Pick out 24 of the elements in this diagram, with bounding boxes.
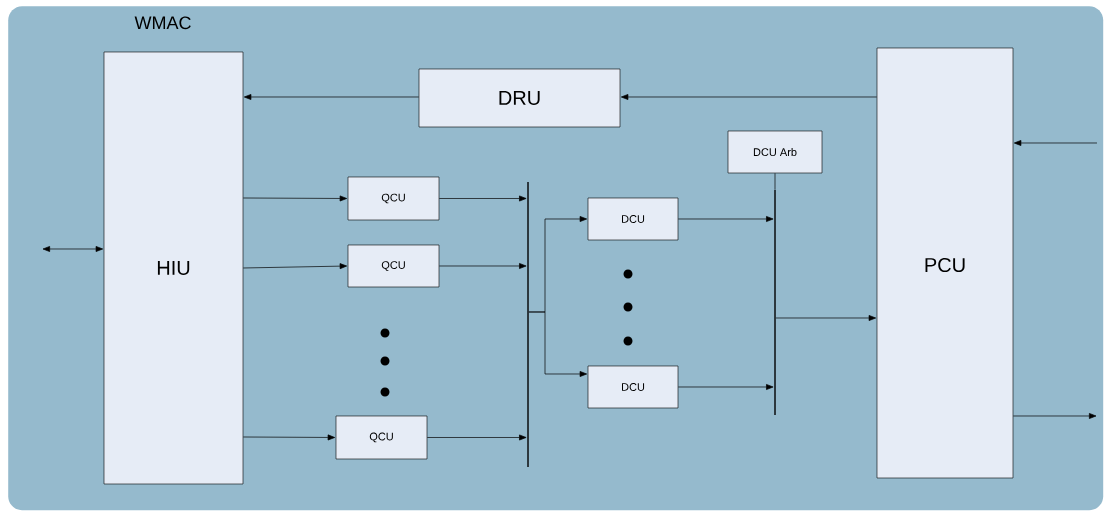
block-box: DCU — [587, 197, 679, 241]
arrow — [242, 263, 348, 270]
arrow — [775, 315, 877, 321]
arrow — [1013, 140, 1098, 146]
arrow — [426, 434, 527, 441]
block-box: QCU — [335, 415, 428, 460]
block-box: DRU — [418, 68, 621, 128]
arrow — [242, 434, 336, 441]
block-box: QCU — [347, 244, 440, 288]
arrow — [42, 246, 104, 252]
block-box: DCU — [587, 365, 679, 409]
block-box: QCU — [347, 176, 440, 221]
block-box: PCU — [876, 47, 1014, 479]
arrow — [677, 216, 774, 222]
arrow — [243, 94, 420, 100]
arrow — [620, 94, 878, 100]
arrow — [242, 195, 348, 202]
arrow — [528, 311, 588, 377]
block-box: DCU Arb — [727, 130, 823, 174]
block-box: HIU — [103, 51, 244, 485]
arrow — [1012, 413, 1097, 419]
arrow — [438, 263, 527, 269]
arrow — [677, 384, 774, 390]
arrow — [438, 195, 527, 202]
